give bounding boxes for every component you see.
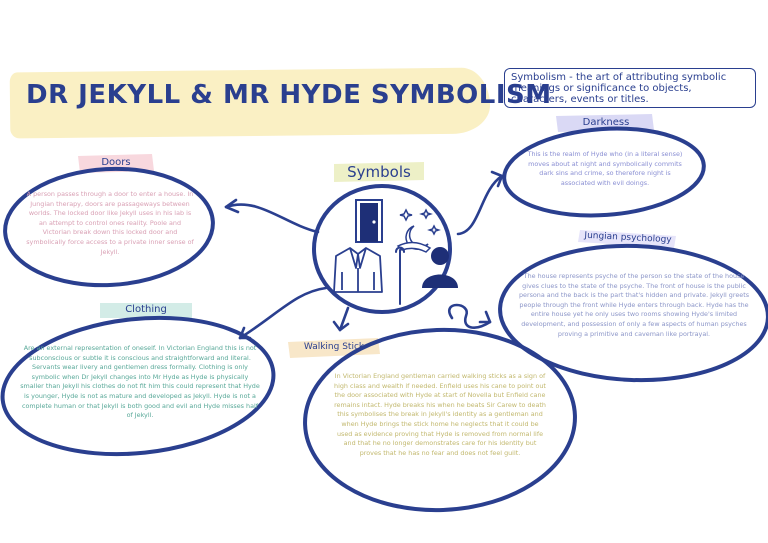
symbolism-definition: Symbolism - the art of attributing symbo… [504,68,756,108]
arrow-to-darkness-head [490,170,504,188]
arrow-to-doors-head [224,198,240,214]
doors-label: Doors [101,157,131,168]
walking-stick-tag [288,338,380,358]
clothing-ellipse [0,315,276,457]
page-title: DR JEKYLL & MR HYDE SYMBOLISM [26,80,552,110]
symbols-tag [334,162,424,182]
arrow-to-clothing-head [238,326,252,340]
moon-stars-icon [396,208,441,253]
suit-jacket-icon [333,247,383,293]
darkness-ellipse [502,126,706,218]
arrow-to-jungian-head [478,310,492,324]
center-ellipse [312,184,452,314]
doors-ellipse [3,166,215,288]
person-icon [422,247,458,288]
center-label: Symbols [347,163,411,181]
doors-text: A person passes through a door to enter … [26,190,194,256]
walking-stick-text: In Victorian England gentleman carried w… [334,372,546,457]
walking-stick-icon [395,246,405,305]
clothing-text: Are an external representation of onesel… [20,344,260,420]
arrow-to-jungian [448,303,492,329]
walking-stick-ellipse [303,327,577,513]
clothing-tag [100,303,192,318]
jungian-tag [578,230,676,248]
arrow-to-walking-stick [338,306,350,332]
arrow-to-doors [224,203,320,234]
clothing-label: Clothing [125,304,167,315]
darkness-label: Darkness [582,117,630,128]
arrow-to-walking-stick-head [332,320,350,332]
darkness-text: This is the realm of Hyde who (in a lite… [527,150,683,187]
jungian-text: The house represents psyche of the perso… [518,272,750,338]
walking-stick-label: Walking Stick [303,342,365,352]
arrow-to-darkness [456,174,504,236]
arrow-to-clothing [238,286,328,340]
door-icon [355,199,383,243]
